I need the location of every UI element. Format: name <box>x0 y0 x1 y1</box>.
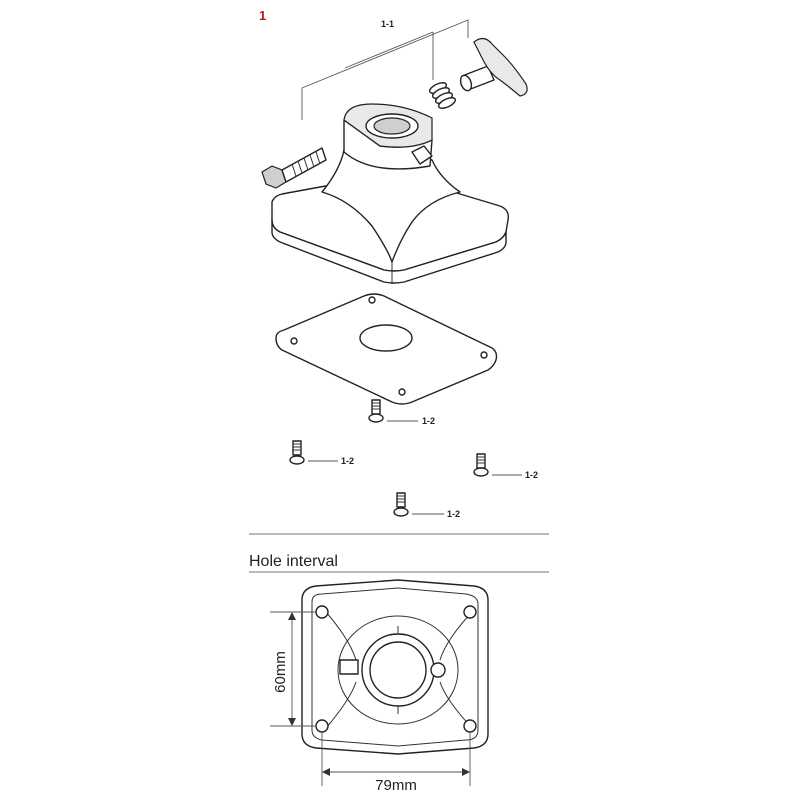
wing-knob <box>459 37 528 97</box>
label-assembly: 1-1 <box>381 19 394 29</box>
label-screw-1: 1-2 <box>422 416 435 426</box>
hex-bolt <box>261 147 327 189</box>
screw-4: 1-2 <box>393 492 460 519</box>
bolt-shank <box>281 147 327 183</box>
gasket-hole-top <box>368 296 376 304</box>
mount-hole-bottom-right <box>463 719 477 733</box>
dimension-horizontal: 79mm <box>321 732 471 794</box>
dimension-vertical-label: 60mm <box>272 651 289 693</box>
base-plate-side <box>271 219 507 284</box>
mount-hole-bottom-left <box>315 719 329 733</box>
base-neck <box>321 149 461 263</box>
figure-number: 1 <box>259 8 266 23</box>
spring <box>428 82 457 109</box>
bracket-line <box>301 19 469 120</box>
neck-outline <box>337 615 459 725</box>
base-top-view <box>301 579 489 755</box>
label-screw-4: 1-2 <box>447 509 460 519</box>
bore-inner <box>369 641 427 699</box>
section-title: Hole interval <box>249 553 338 570</box>
gasket-hole-right <box>480 351 488 359</box>
label-screw-2: 1-2 <box>341 456 354 466</box>
bracket-tick-clamp <box>344 31 434 69</box>
gasket-hole-bottom <box>398 388 406 396</box>
knob-wing <box>473 37 528 97</box>
screw-3: 1-2 <box>473 453 538 480</box>
gasket-center-hole <box>359 324 413 352</box>
clamp-slot <box>339 659 359 675</box>
assembly-callout: 1-1 <box>301 19 469 120</box>
clamp-screw-head <box>430 662 446 678</box>
gasket-plate <box>275 293 498 405</box>
dimension-horizontal-label: 79mm <box>375 777 417 794</box>
clamp-bore-inner <box>373 117 411 135</box>
mount-base <box>271 103 510 284</box>
screw-2: 1-2 <box>289 440 354 466</box>
mount-hole-top-left <box>315 605 329 619</box>
dimension-vertical: 60mm <box>270 611 316 727</box>
gasket-hole-left <box>290 337 298 345</box>
clamp-lug <box>411 145 433 165</box>
screw-1: 1-2 <box>368 399 435 426</box>
bolt-thread <box>291 151 321 177</box>
mount-hole-top-right <box>463 605 477 619</box>
label-screw-3: 1-2 <box>525 470 538 480</box>
